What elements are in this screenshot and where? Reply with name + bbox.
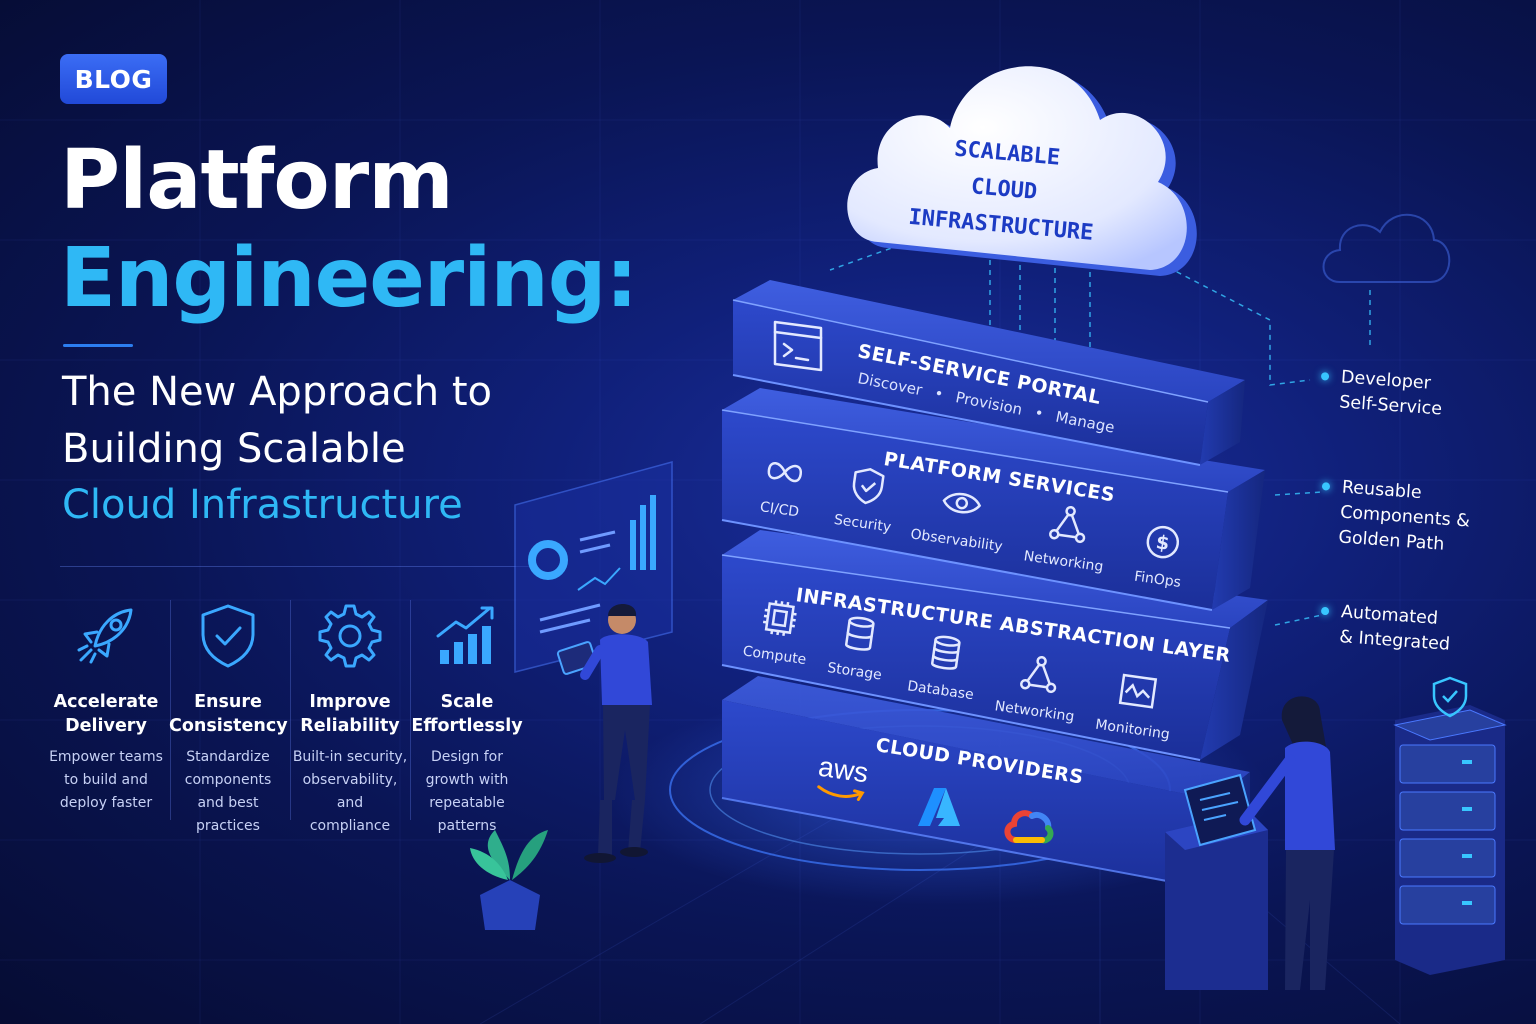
monitor-pulse-icon [1118,673,1158,709]
aws-smile-icon [817,785,865,801]
shield-check-icon [1432,676,1468,718]
database-icon [931,635,961,670]
feature-title: Improve [309,692,391,712]
infra-tile-storage: Storage [806,608,910,687]
feature-desc: compliance [309,818,391,834]
section-divider [60,566,530,567]
potted-plant [470,830,548,930]
feature-desc: observability, and [302,772,398,811]
feature-title: Accelerate [53,692,159,712]
feature-desc: to build and [64,772,148,788]
feature-separator [290,600,291,820]
infra-tile-database: Database [892,627,996,706]
network-nodes-icon [1020,656,1057,694]
subtitle-highlight: Cloud Infrastructure [62,482,463,528]
cloud-label: SCALABLE CLOUD INFRASTRUCTURE [896,127,1113,253]
aws-logo-text: aws [816,750,871,789]
feature-desc: Empower teams [49,749,163,765]
cloud-shape [847,66,1197,276]
server-rack [1393,676,1507,975]
aws-logo-icon: aws [809,750,875,807]
cloud-outline-icon [1322,213,1451,283]
storage-cylinder-icon [845,616,875,651]
service-tile-networking: Networking [1015,498,1119,577]
network-nodes-icon [1049,506,1086,544]
gear-icon [318,604,382,668]
callout-reusable-components: Reusable Components & Golden Path [1321,476,1473,560]
shield-check-icon [852,468,885,505]
service-tile-observability: Observability [908,477,1012,556]
feature-desc: and best practices [196,795,260,834]
infra-tile-networking: Networking [986,648,1090,727]
infra-tile-monitoring: Monitoring [1084,666,1188,745]
layer-infrastructure-abstraction [721,530,1268,761]
service-tile-cicd: CI/CD [731,446,835,525]
growth-chart-icon [436,606,494,664]
engineer-man-figure [556,604,652,863]
callout-automated-integrated: Automated & Integrated [1320,600,1452,658]
feature-title: Scale [440,692,494,712]
dollar-icon: $ [1146,525,1180,559]
feature-separator [170,600,171,820]
service-tile-security: Security [814,460,918,539]
subtitle-line-2: Building Scalable [62,426,406,472]
feature-desc: Standardize [186,749,270,765]
feature-title: Effortlessly [411,716,523,736]
feature-separator [410,600,411,820]
shield-check-icon [201,604,255,668]
callout-developer-self-service: Developer Self-Service [1320,365,1444,422]
page-title-line-1: Platform [60,133,454,228]
feature-title: Ensure [194,692,262,712]
analytics-dashboard-panel [514,461,673,673]
cpu-chip-icon [762,600,797,636]
feature-title: Delivery [65,716,147,736]
google-cloud-logo-icon [1004,810,1054,844]
feature-desc: components [184,772,272,788]
connector-lines [829,244,1371,626]
layer-self-service-portal [732,280,1245,466]
feature-desc: Design for [430,749,504,765]
feature-desc: growth with [425,772,509,788]
feature-desc: deploy faster [59,795,153,811]
infra-tile-compute: Compute [726,592,830,671]
azure-logo-icon [918,788,960,826]
feature-title: Reliability [300,716,400,736]
service-tile-finops: $ FinOps [1109,516,1213,595]
blog-badge: BLOG [60,54,167,104]
subtitle-line-1: The New Approach to [62,369,492,415]
rocket-icon [77,608,133,664]
feature-desc: Built-in security, [292,749,408,765]
title-divider [63,344,133,347]
feature-desc: repeatable patterns [429,795,505,834]
page-title-line-2: Engineering: [60,231,638,326]
eye-icon [942,492,982,514]
svg-text:$: $ [1155,531,1171,555]
terminal-icon [773,320,823,372]
feature-title: Consistency [169,716,288,736]
infinity-icon [767,462,802,483]
engineer-woman-figure [1165,696,1335,990]
